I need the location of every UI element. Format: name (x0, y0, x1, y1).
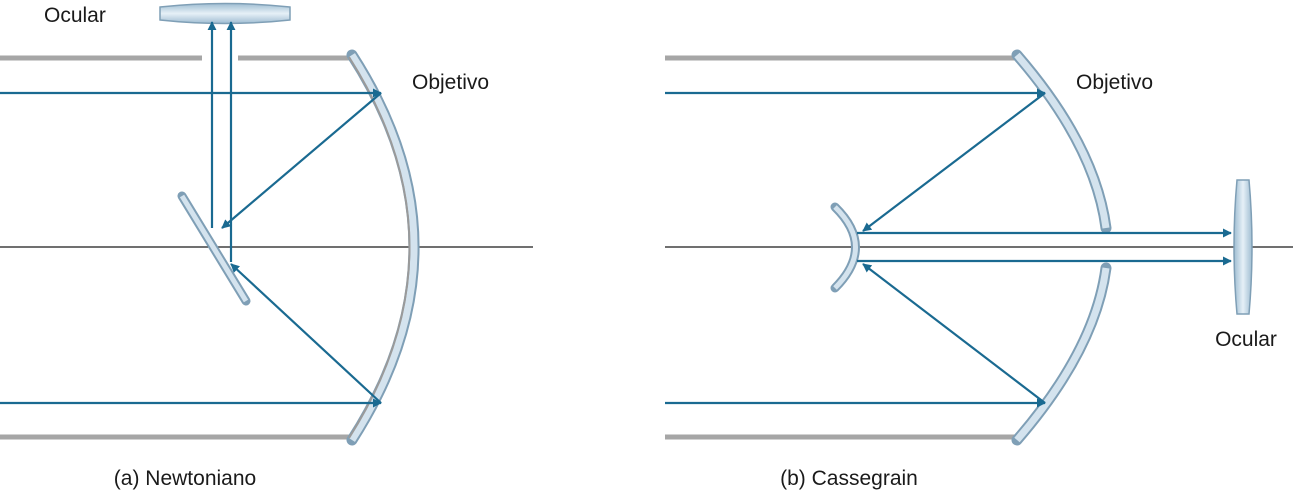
reflected-ray-bottom (230, 263, 382, 404)
reflected-ray-top (862, 92, 1046, 232)
light-rays (665, 88, 1232, 408)
light-rays (0, 21, 382, 408)
panel-caption: (a) Newtoniano (114, 467, 256, 490)
diagonal-mirror (177, 191, 251, 306)
eyepiece-label: Ocular (44, 4, 106, 27)
objective-mirror (1011, 49, 1112, 446)
telescope-tube (0, 55, 352, 440)
secondary-mirror (830, 202, 860, 293)
eyepiece-label: Ocular (1215, 328, 1277, 351)
panel-newtonian: Ocular Objetivo (a) Newtoniano (0, 2, 533, 490)
objective-label: Objetivo (412, 71, 489, 94)
reflected-ray-bottom (862, 263, 1046, 404)
panel-caption: (b) Cassegrain (780, 467, 918, 490)
panel-cassegrain: Objetivo Ocular (b) Cassegrain (665, 49, 1293, 490)
telescope-tube (665, 55, 1017, 440)
objective-mirror (346, 49, 420, 446)
reflected-ray-top (221, 92, 382, 229)
objective-label: Objetivo (1076, 71, 1153, 94)
eyepiece-lens (1233, 179, 1253, 315)
eyepiece-lens (159, 2, 291, 25)
